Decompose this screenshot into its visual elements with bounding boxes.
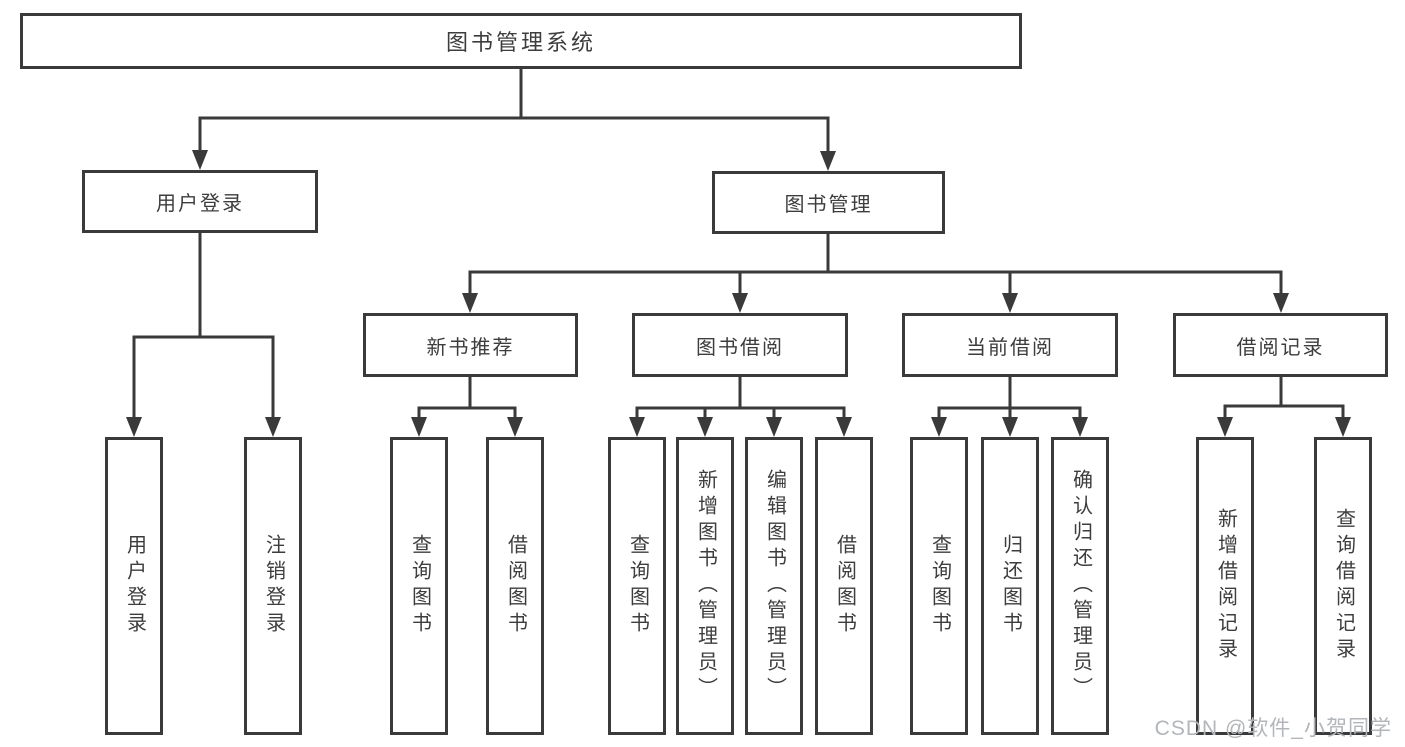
node-label: 当前借阅 xyxy=(966,336,1054,359)
leaf-label: 查询图书 xyxy=(408,534,431,638)
arrowhead xyxy=(931,417,947,437)
arrowhead xyxy=(732,293,748,313)
arrowhead xyxy=(766,417,782,437)
arrowhead xyxy=(629,417,645,437)
arrowhead xyxy=(507,417,523,437)
leaf-label: 注销登录 xyxy=(262,534,285,638)
leaf-label: 查询借阅记录 xyxy=(1332,508,1355,664)
arrowhead xyxy=(265,417,281,437)
leaf-label: 归还图书 xyxy=(999,534,1022,638)
leaf-label: 查询图书 xyxy=(626,534,649,638)
leaf-borrow-books-recommend: 借阅图书 xyxy=(486,437,544,735)
node-label: 用户登录 xyxy=(156,193,244,215)
leaf-confirm-return-admin: 确认归还（管理员） xyxy=(1051,437,1109,735)
arrowhead xyxy=(1002,417,1018,437)
watermark: CSDN @软件_小贺同学 xyxy=(1154,717,1392,740)
arrowhead xyxy=(1217,417,1233,437)
arrowhead xyxy=(1002,293,1018,313)
leaf-add-borrow-record: 新增借阅记录 xyxy=(1196,437,1254,735)
leaf-label: 借阅图书 xyxy=(504,534,527,638)
leaf-label: 用户登录 xyxy=(123,534,146,638)
arrowhead xyxy=(1335,417,1351,437)
leaf-borrow-books-borrowing: 借阅图书 xyxy=(815,437,873,735)
leaf-label: 查询图书 xyxy=(928,534,951,638)
node-current-borrowing: 当前借阅 xyxy=(902,313,1118,377)
arrowhead xyxy=(1072,417,1088,437)
leaf-label: 新增借阅记录 xyxy=(1214,508,1237,664)
node-new-book-recommend: 新书推荐 xyxy=(363,313,578,377)
node-book-management: 图书管理 xyxy=(712,171,945,234)
connector-records-to-leaves xyxy=(1223,375,1345,421)
arrowhead xyxy=(462,293,478,313)
node-book-borrowing: 图书借阅 xyxy=(632,313,848,377)
node-label: 借阅记录 xyxy=(1236,336,1325,359)
leaf-user-login: 用户登录 xyxy=(105,437,163,735)
leaf-return-book: 归还图书 xyxy=(981,437,1039,735)
node-borrow-records: 借阅记录 xyxy=(1173,313,1388,377)
leaf-query-books-current: 查询图书 xyxy=(910,437,968,735)
arrowhead xyxy=(820,151,836,171)
connector-current-to-leaves xyxy=(937,375,1082,421)
leaf-logout: 注销登录 xyxy=(244,437,302,735)
arrowhead xyxy=(1273,293,1289,313)
connector-newrec-to-leaves xyxy=(417,375,517,421)
connector-root-to-branches xyxy=(198,67,830,155)
leaf-label: 借阅图书 xyxy=(833,534,856,638)
leaf-query-borrow-record: 查询借阅记录 xyxy=(1314,437,1372,735)
connector-userlogin-to-leaves xyxy=(132,231,275,421)
connector-borrow-to-leaves xyxy=(635,375,846,421)
leaf-label: 编辑图书（管理员） xyxy=(763,469,786,703)
node-label: 图书管理系统 xyxy=(445,30,596,55)
arrowhead xyxy=(697,417,713,437)
leaf-label: 新增图书（管理员） xyxy=(694,469,717,703)
leaf-query-books-borrowing: 查询图书 xyxy=(608,437,666,735)
arrowhead xyxy=(411,417,427,437)
node-user-login: 用户登录 xyxy=(82,170,318,233)
arrowhead xyxy=(836,417,852,437)
arrowhead xyxy=(192,150,208,170)
arrowhead xyxy=(126,417,142,437)
leaf-query-books-recommend: 查询图书 xyxy=(390,437,448,735)
node-label: 新书推荐 xyxy=(426,336,515,359)
leaf-edit-book-admin: 编辑图书（管理员） xyxy=(745,437,803,735)
connector-bookmgmt-to-groups xyxy=(468,232,1283,297)
node-label: 图书借阅 xyxy=(696,336,784,359)
leaf-add-book-admin: 新增图书（管理员） xyxy=(676,437,734,735)
node-label: 图书管理 xyxy=(784,194,873,216)
leaf-label: 确认归还（管理员） xyxy=(1069,469,1092,703)
node-library-management-system: 图书管理系统 xyxy=(20,13,1022,69)
